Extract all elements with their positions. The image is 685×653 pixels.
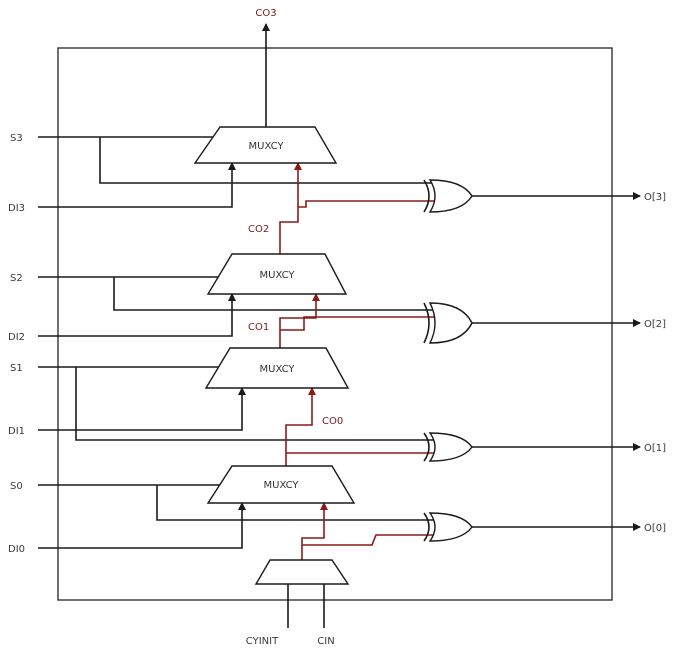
muxcy-2-label: MUXCY (260, 270, 296, 281)
output-o3-label: O[3] (644, 192, 666, 203)
xor-gate-3 (423, 179, 473, 213)
co3-label: CO3 (255, 8, 276, 19)
s1-label: S1 (10, 363, 23, 374)
muxcy-3-label: MUXCY (249, 141, 285, 152)
di2-label: DI2 (8, 332, 25, 343)
muxcy-3: MUXCY (193, 126, 338, 164)
output-o0-label: O[0] (644, 523, 666, 534)
cyinit-cin-mux (254, 559, 350, 585)
xor-gate-2 (423, 302, 473, 344)
co1-label: CO1 (248, 322, 269, 333)
di0-label: DI0 (8, 544, 25, 555)
xor-gate-0 (423, 512, 473, 542)
carry4-block-border (57, 47, 613, 601)
s0-label: S0 (10, 481, 23, 492)
cin-label: CIN (317, 636, 334, 647)
co0-label: CO0 (322, 416, 343, 427)
muxcy-1-label: MUXCY (260, 364, 296, 375)
s3-label: S3 (10, 133, 23, 144)
xor-gate-1 (423, 432, 473, 462)
output-o2-label: O[2] (644, 319, 666, 330)
select-and-data-wires (38, 23, 641, 628)
muxcy-2: MUXCY (206, 253, 348, 295)
co2-label: CO2 (248, 224, 269, 235)
di1-label: DI1 (8, 426, 25, 437)
cyinit-label: CYINIT (246, 636, 279, 647)
di3-label: DI3 (8, 203, 25, 214)
muxcy-0-label: MUXCY (264, 480, 300, 491)
output-o1-label: O[1] (644, 443, 666, 454)
muxcy-0: MUXCY (206, 465, 356, 504)
s2-label: S2 (10, 273, 23, 284)
carry-chain-wires (279, 162, 438, 560)
muxcy-1: MUXCY (204, 347, 350, 389)
